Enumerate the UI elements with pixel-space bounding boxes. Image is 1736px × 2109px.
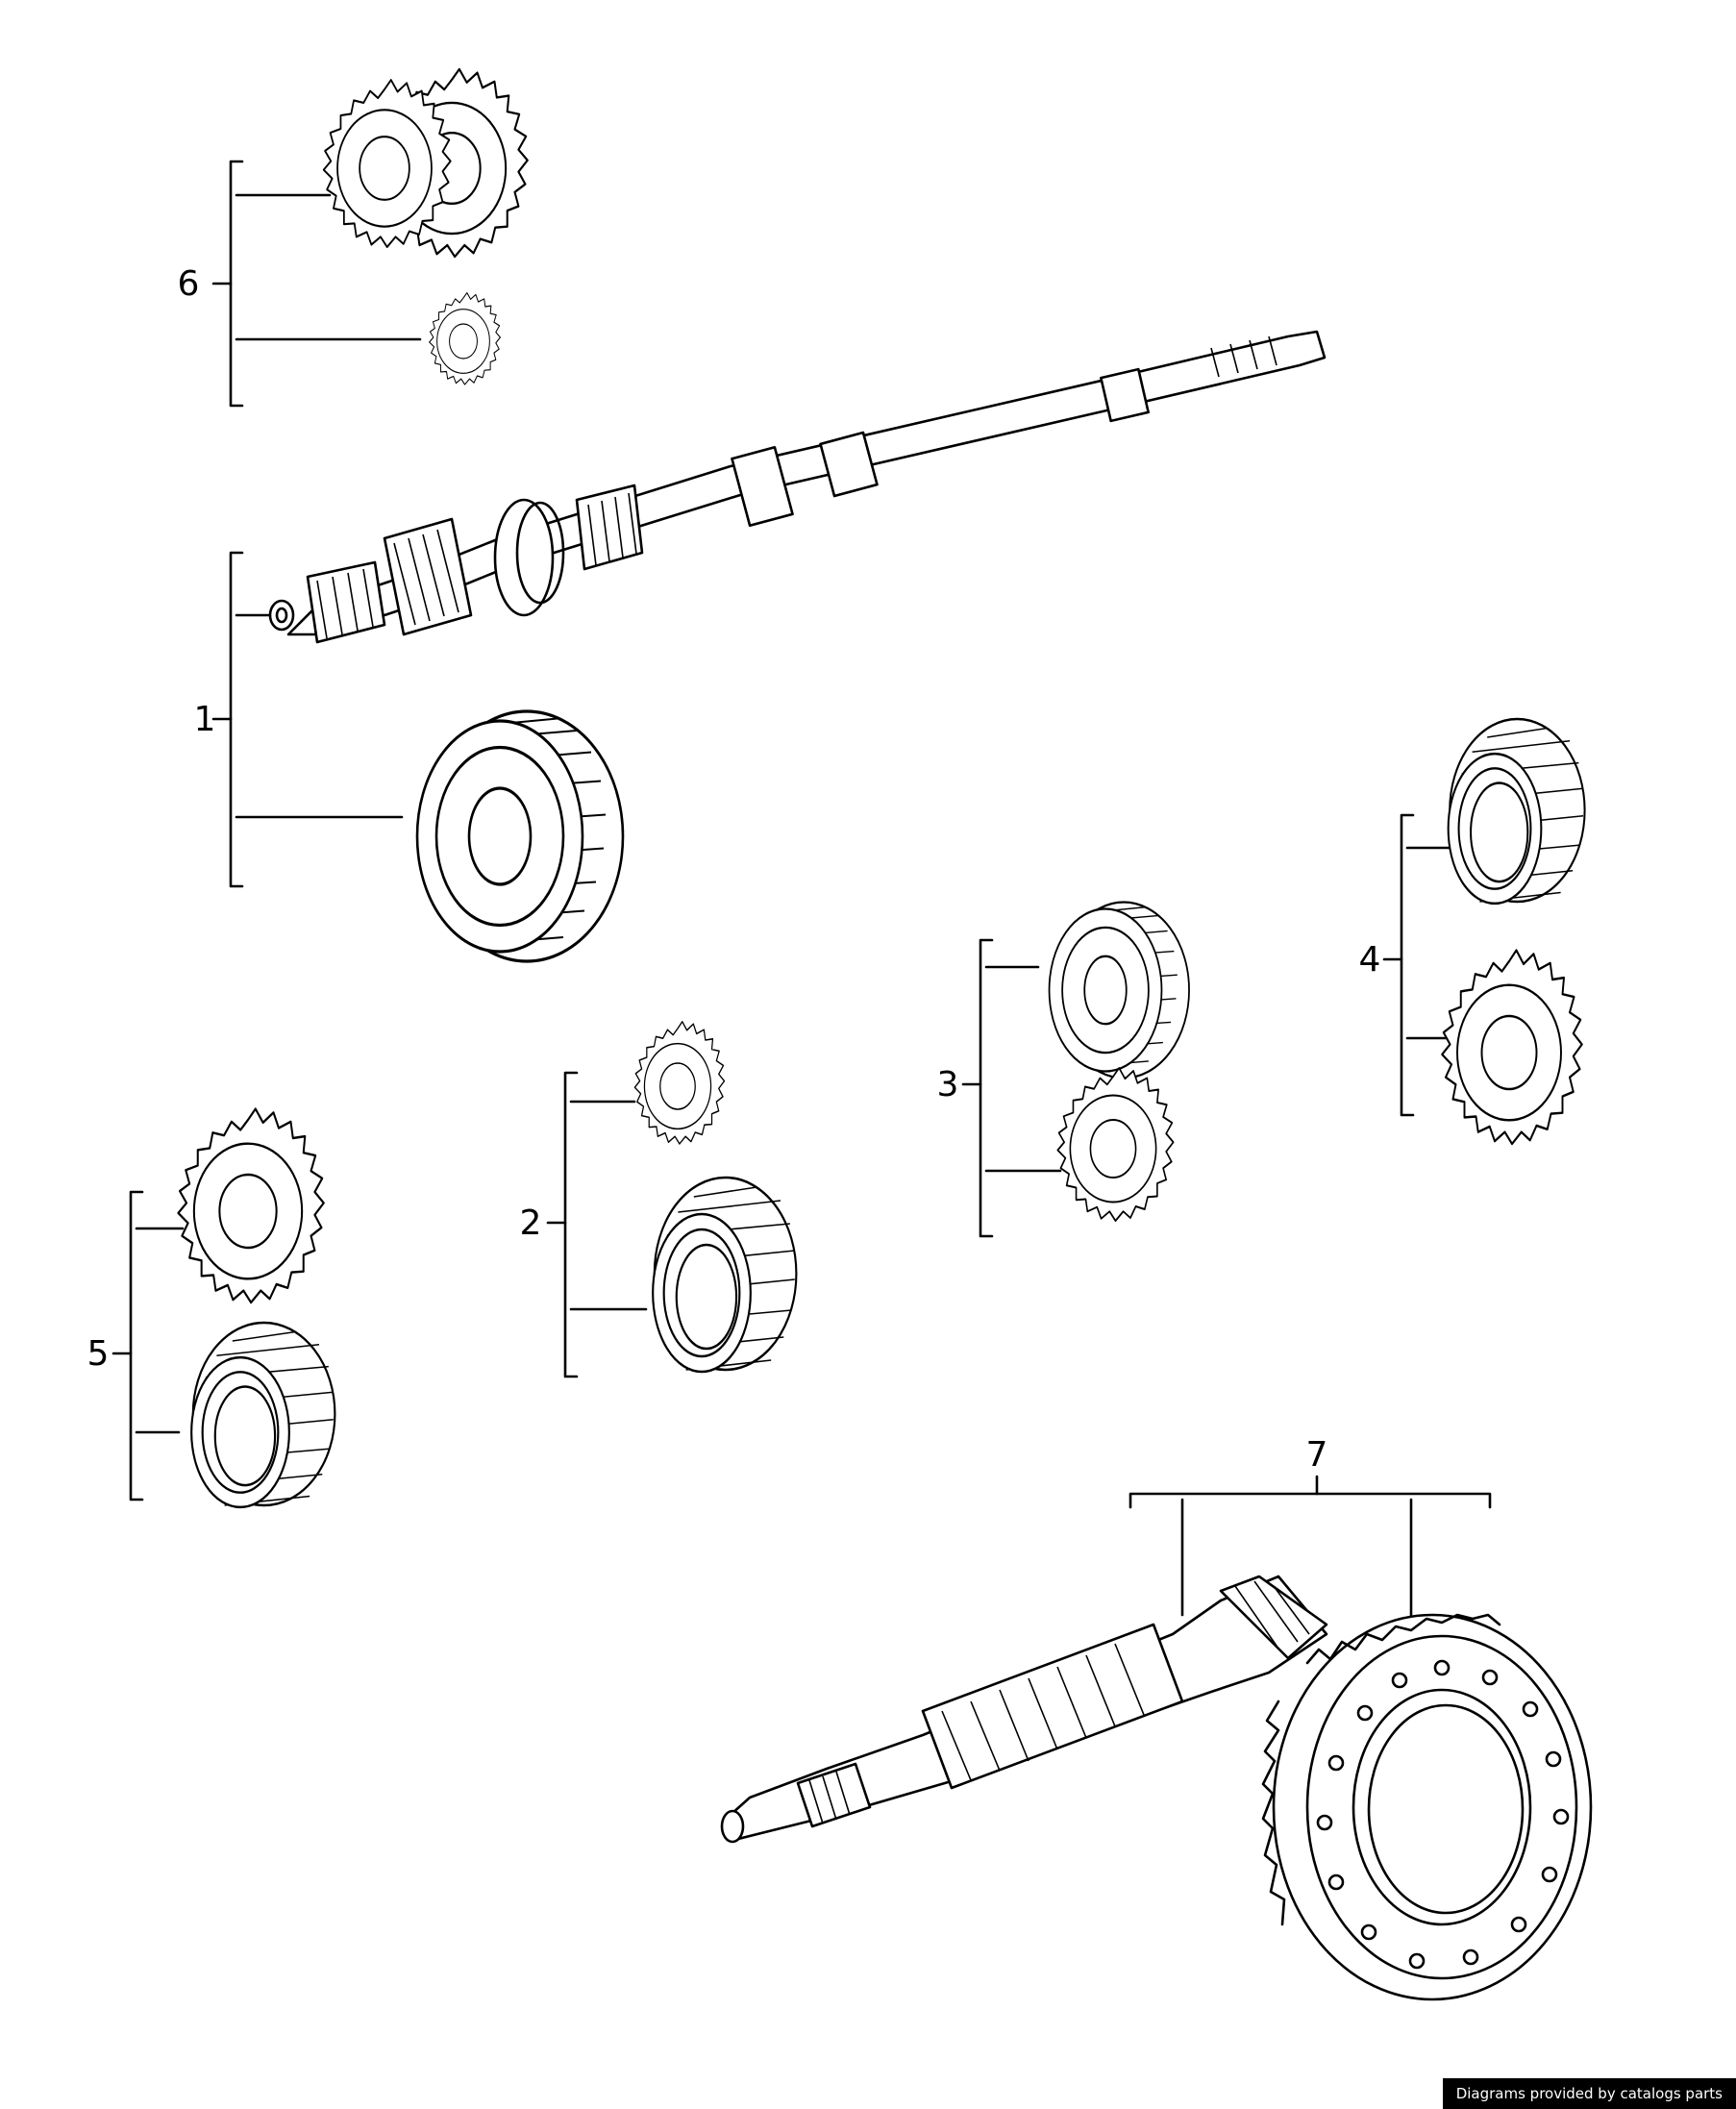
synchro-gear-icon <box>651 1176 798 1374</box>
callout-3[interactable]: 3 <box>937 1065 959 1104</box>
diagram-credit: Diagrams provided by catalogs parts <box>1442 2078 1736 2109</box>
part-group-1[interactable]: 1 <box>194 330 1327 963</box>
part-group-2[interactable]: 2 <box>520 1021 798 1378</box>
bracket-4 <box>1400 813 1415 1117</box>
small-pinion-icon <box>429 292 501 385</box>
part-group-3[interactable]: 3 <box>937 901 1191 1238</box>
part-group-6[interactable]: 6 <box>178 67 529 408</box>
synchro-gear-icon <box>189 1321 336 1509</box>
large-gear-icon <box>415 709 625 963</box>
small-gear-icon <box>633 1021 726 1145</box>
bracket-3 <box>979 938 994 1238</box>
helical-gear-icon <box>1048 901 1191 1079</box>
part-group-5[interactable]: 5 <box>87 1107 336 1509</box>
gear-icon <box>1056 1067 1175 1222</box>
callout-1[interactable]: 1 <box>194 700 216 739</box>
main-shaft-icon <box>268 330 1327 644</box>
synchro-gear-icon <box>1447 717 1586 906</box>
callout-2[interactable]: 2 <box>520 1203 542 1243</box>
bracket-6 <box>229 160 244 408</box>
callout-5[interactable]: 5 <box>87 1334 110 1374</box>
callout-4[interactable]: 4 <box>1359 940 1381 980</box>
gear-icon <box>177 1107 326 1304</box>
callout-6[interactable]: 6 <box>178 264 200 304</box>
callout-7[interactable]: 7 <box>1306 1435 1328 1475</box>
bracket-7 <box>1128 1492 1492 1509</box>
gear-icon <box>1441 949 1583 1146</box>
part-group-4[interactable]: 4 <box>1359 717 1586 1146</box>
pinion-shaft-icon <box>720 1575 1328 1844</box>
bolt-holes <box>1316 1659 1570 1970</box>
part-group-7[interactable]: 7 <box>720 1435 1593 2001</box>
bracket-5 <box>129 1190 144 1501</box>
crown-wheel-icon <box>1261 1613 1593 2001</box>
bracket-1 <box>229 551 244 888</box>
bracket-2 <box>563 1071 579 1378</box>
